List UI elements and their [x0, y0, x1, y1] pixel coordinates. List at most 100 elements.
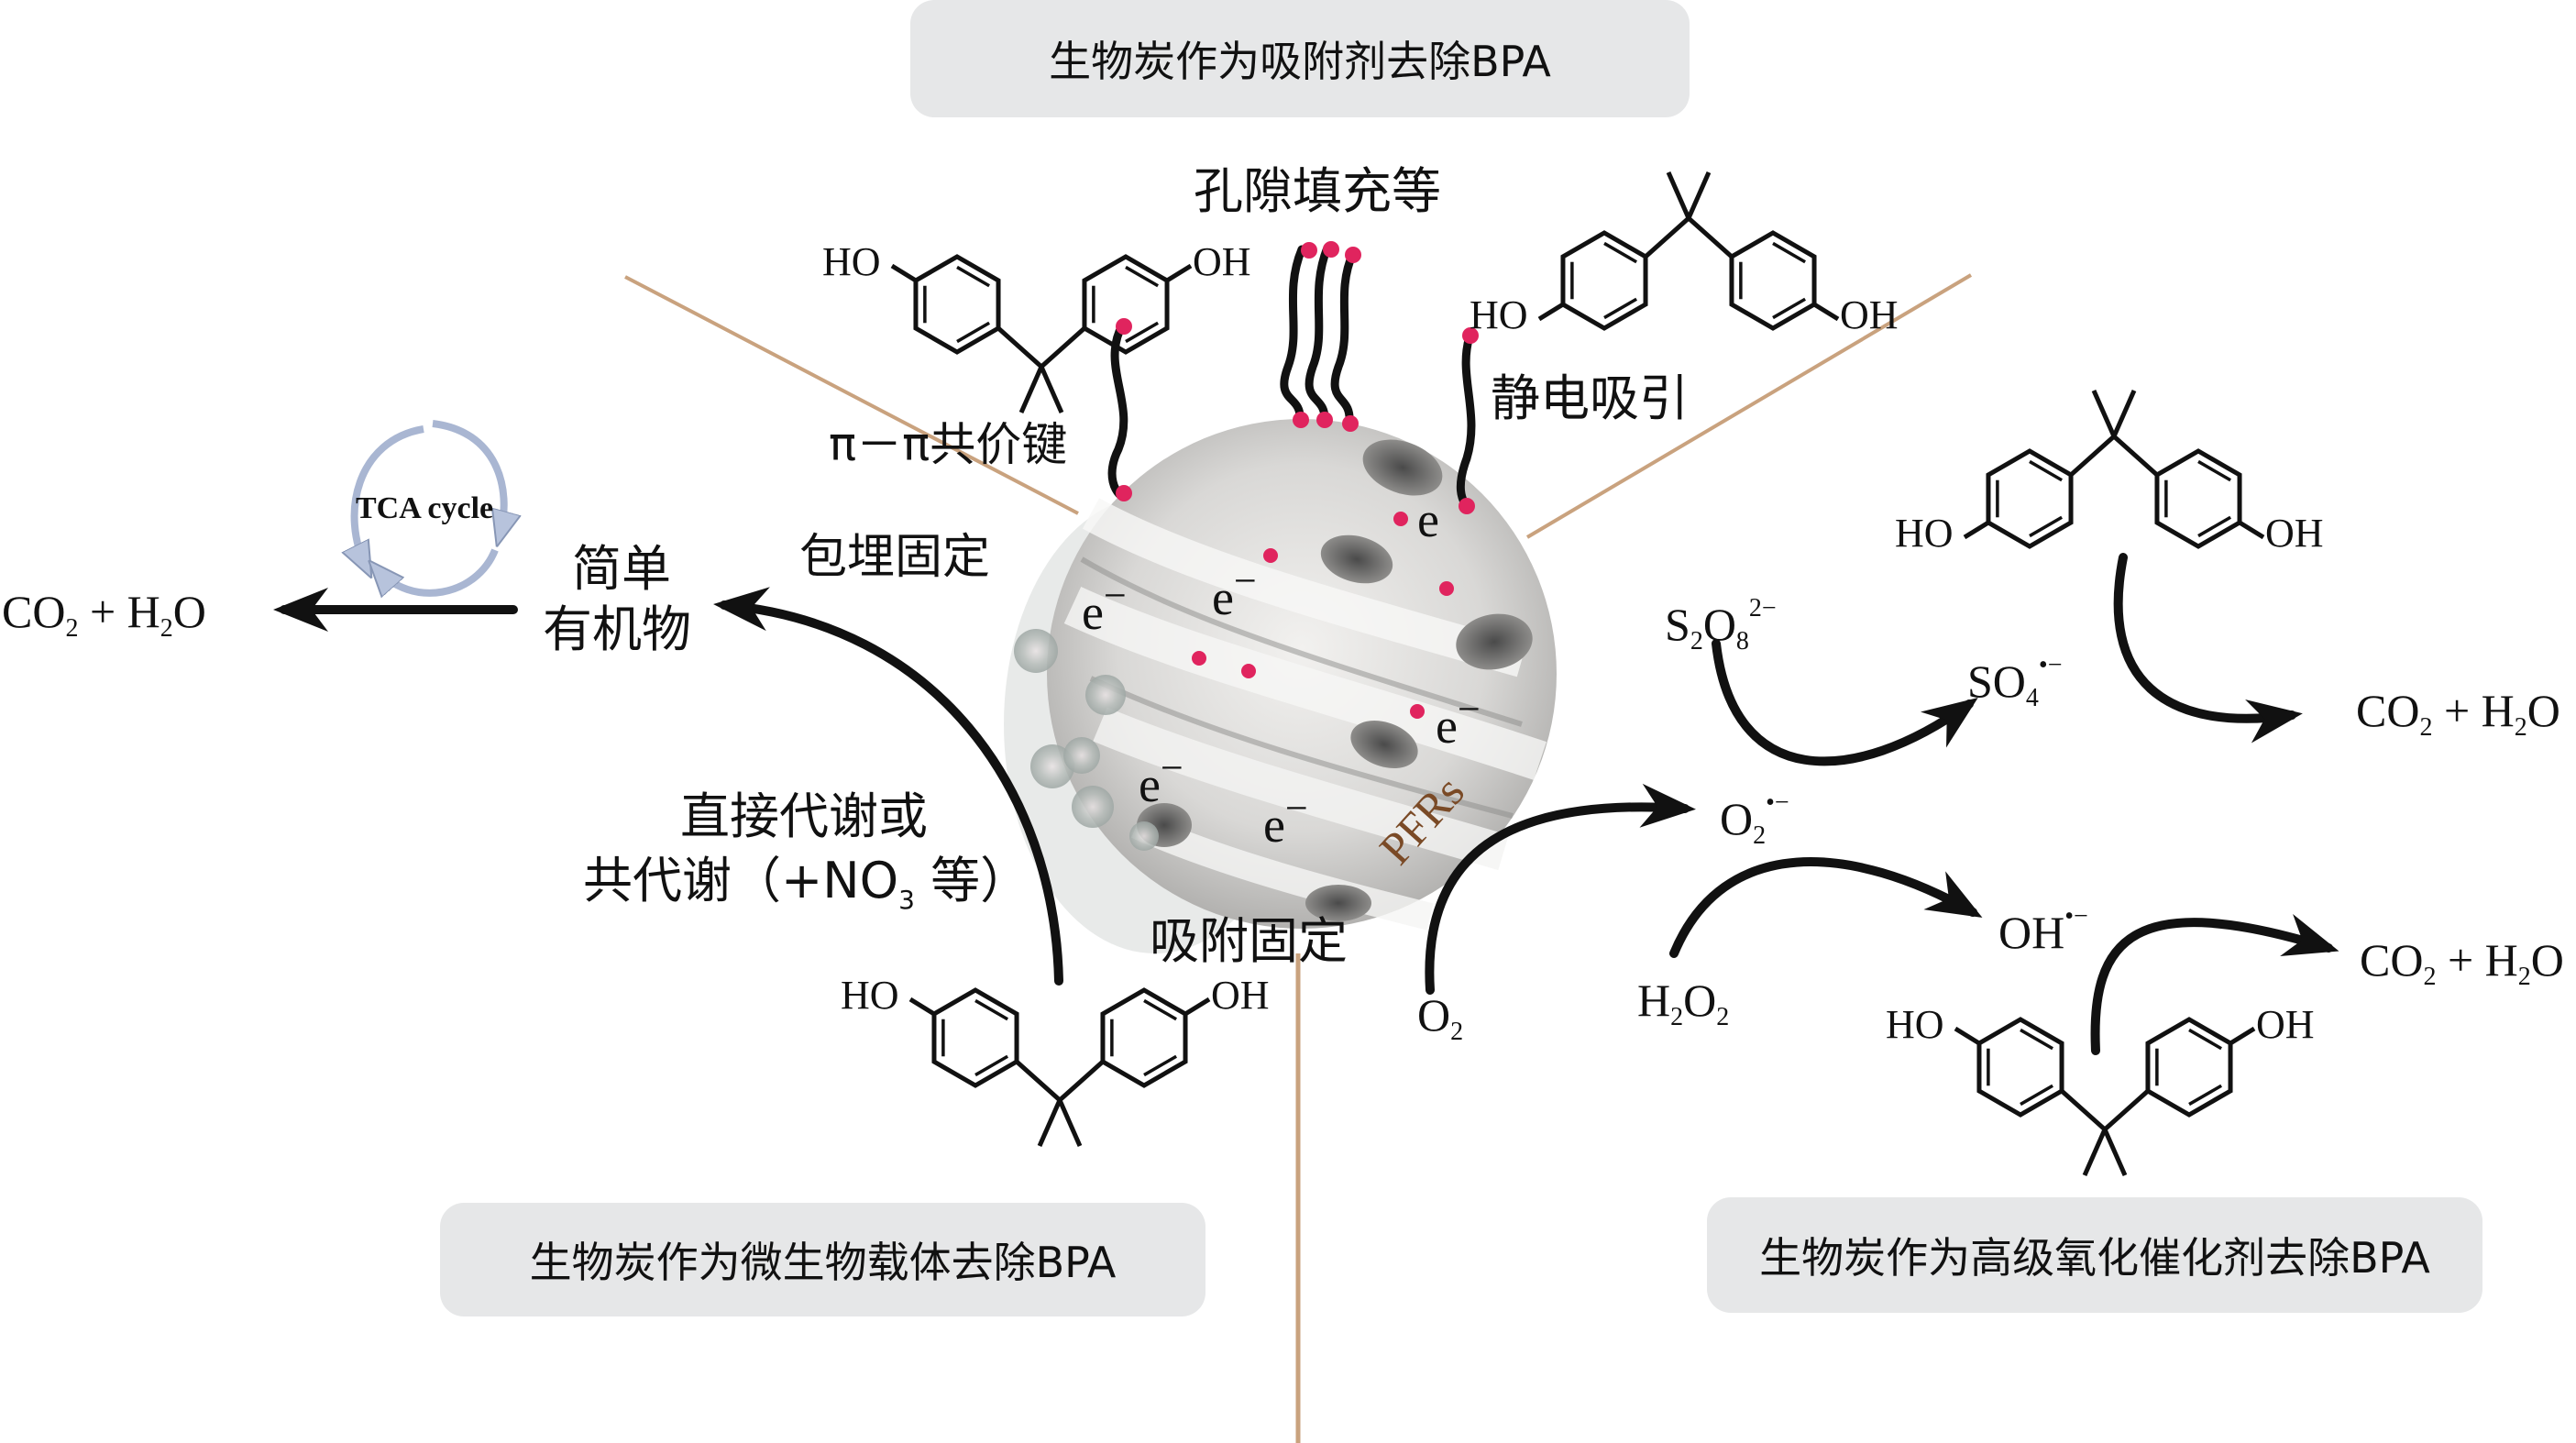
e-charge: − — [1160, 745, 1183, 790]
bond — [2238, 520, 2265, 540]
bond — [1165, 263, 1193, 283]
double-bond — [1143, 998, 1178, 1021]
co2-text: CO — [2356, 685, 2420, 736]
bond — [1954, 1026, 1981, 1046]
arrow-to-simple-organics — [713, 587, 1063, 986]
benzene-ring — [1100, 987, 1188, 1088]
hydroxyl-label-ho: HO — [1894, 511, 1954, 556]
double-bond — [974, 998, 1009, 1021]
hydroxyl-label-ho: HO — [1885, 1002, 1944, 1047]
hydroxyl-label-ho: HO — [1469, 292, 1528, 337]
plus-h-text: + H — [2432, 685, 2515, 736]
double-bond — [2020, 1084, 2054, 1107]
double-bond — [2029, 459, 2064, 482]
hydroxyl-label-ho: HO — [821, 239, 881, 284]
methyl-bond — [1666, 171, 1691, 220]
e-text: e — [1436, 699, 1458, 754]
h2o-sub: 2 — [2514, 713, 2527, 742]
double-bond — [1143, 1054, 1178, 1077]
tca-cycle-icon — [355, 420, 504, 593]
s-text: S — [1665, 599, 1690, 650]
o-text: O — [1702, 599, 1736, 650]
benzene-ring — [1560, 230, 1648, 331]
co2-sub: 2 — [65, 614, 79, 643]
e-text: e — [1417, 492, 1439, 547]
bond — [2103, 1089, 2150, 1131]
methyl-bond — [2102, 1128, 2128, 1177]
bpa-molecule — [908, 987, 1211, 1148]
e-charge: − — [1284, 786, 1308, 831]
radical-sup: •− — [2038, 651, 2063, 679]
arrow-persulfate-to-sulfate — [1712, 639, 1978, 766]
co2-sub: 2 — [2423, 963, 2437, 991]
benzene-ring — [1986, 448, 2074, 549]
metabolism-text-a: 共代谢（+NO — [583, 852, 899, 909]
label-metabolism-line2: 共代谢（+NO3 等） — [583, 856, 1029, 913]
methyl-bond — [1057, 1098, 1083, 1148]
divider-upper-left — [624, 275, 1079, 515]
electron-label: e — [1417, 495, 1439, 545]
benzene-ring — [913, 254, 1001, 355]
h2o-sub: 2 — [2517, 963, 2531, 991]
methyl-bond — [2091, 389, 2117, 438]
label-simple-organics-1: 简单 — [572, 540, 671, 598]
label-embedding: 包埋固定 — [799, 530, 991, 585]
bpa-molecules — [890, 171, 2265, 1177]
species-oxygen: O2 — [1417, 992, 1463, 1045]
electron-label: e− — [1082, 576, 1127, 640]
electron-label: e− — [1139, 748, 1183, 810]
bond — [1644, 216, 1690, 259]
microbe-cell — [1129, 821, 1159, 851]
plus-h-text: + H — [2436, 934, 2518, 986]
hydroxyl-label-oh: OH — [1211, 973, 1270, 1018]
radical-sup: •− — [1766, 788, 1789, 817]
label-tca-cycle: TCA cycle — [356, 491, 494, 525]
label-pi-pi-bond: π－π共价键 — [829, 418, 1068, 471]
divider-upper-right — [1525, 273, 1973, 539]
methyl-bond — [2111, 389, 2137, 438]
h2o-o-text: O — [2526, 685, 2560, 736]
label-adsorption-fix: 吸附固定 — [1150, 912, 1348, 970]
plus-h-text: + H — [78, 586, 160, 637]
e-text: e — [1212, 570, 1234, 625]
oh-text: OH — [1998, 907, 2065, 958]
so-sub: 4 — [2025, 684, 2039, 712]
label-simple-organics-2: 有机物 — [543, 600, 691, 658]
benzene-ring — [1082, 254, 1170, 355]
section-title-adsorbent: 生物炭作为吸附剂去除BPA — [910, 0, 1690, 117]
double-bond — [2188, 1084, 2223, 1107]
electron-label: e− — [1263, 786, 1308, 851]
section-title-aop-catalyst: 生物炭作为高级氧化催化剂去除BPA — [1707, 1197, 2482, 1313]
microbe-cell — [1085, 675, 1126, 715]
co2-text: CO — [2360, 934, 2424, 986]
bond — [1537, 302, 1565, 322]
benzene-ring — [1729, 230, 1817, 331]
double-bond — [1603, 241, 1638, 264]
bpa-molecule — [1537, 171, 1840, 331]
product-co2-h2o-upper-right: CO2 + H2O — [2356, 688, 2560, 741]
e-text: e — [1082, 585, 1104, 640]
bond — [2069, 435, 2116, 477]
biochar-particle — [1004, 419, 1557, 953]
species-superoxide: O2•− — [1720, 790, 1789, 849]
species-sulfate-radical: SO4 •− — [1967, 653, 2063, 711]
label-metabolism-line1: 直接代谢或 — [680, 788, 928, 845]
h-text: H — [1637, 975, 1671, 1026]
o-sub: 2 — [1716, 1003, 1730, 1031]
co2-text: CO — [2, 586, 66, 637]
o-sub: 2 — [1753, 821, 1767, 850]
species-hydroxyl-radical: OH•− — [1998, 904, 2088, 958]
bond — [890, 263, 918, 283]
h2o-o-text: O — [172, 586, 206, 637]
benzene-ring — [1976, 1017, 2064, 1118]
bond — [2060, 1089, 2107, 1131]
so-text: SO — [1967, 655, 2026, 707]
e-charge: − — [1457, 687, 1481, 732]
e-text: e — [1139, 757, 1161, 812]
double-bond — [1125, 321, 1160, 344]
adsorption-sites — [1116, 241, 1479, 719]
bpa-molecule — [890, 254, 1193, 414]
species-persulfate: S2O82− — [1665, 596, 1777, 655]
